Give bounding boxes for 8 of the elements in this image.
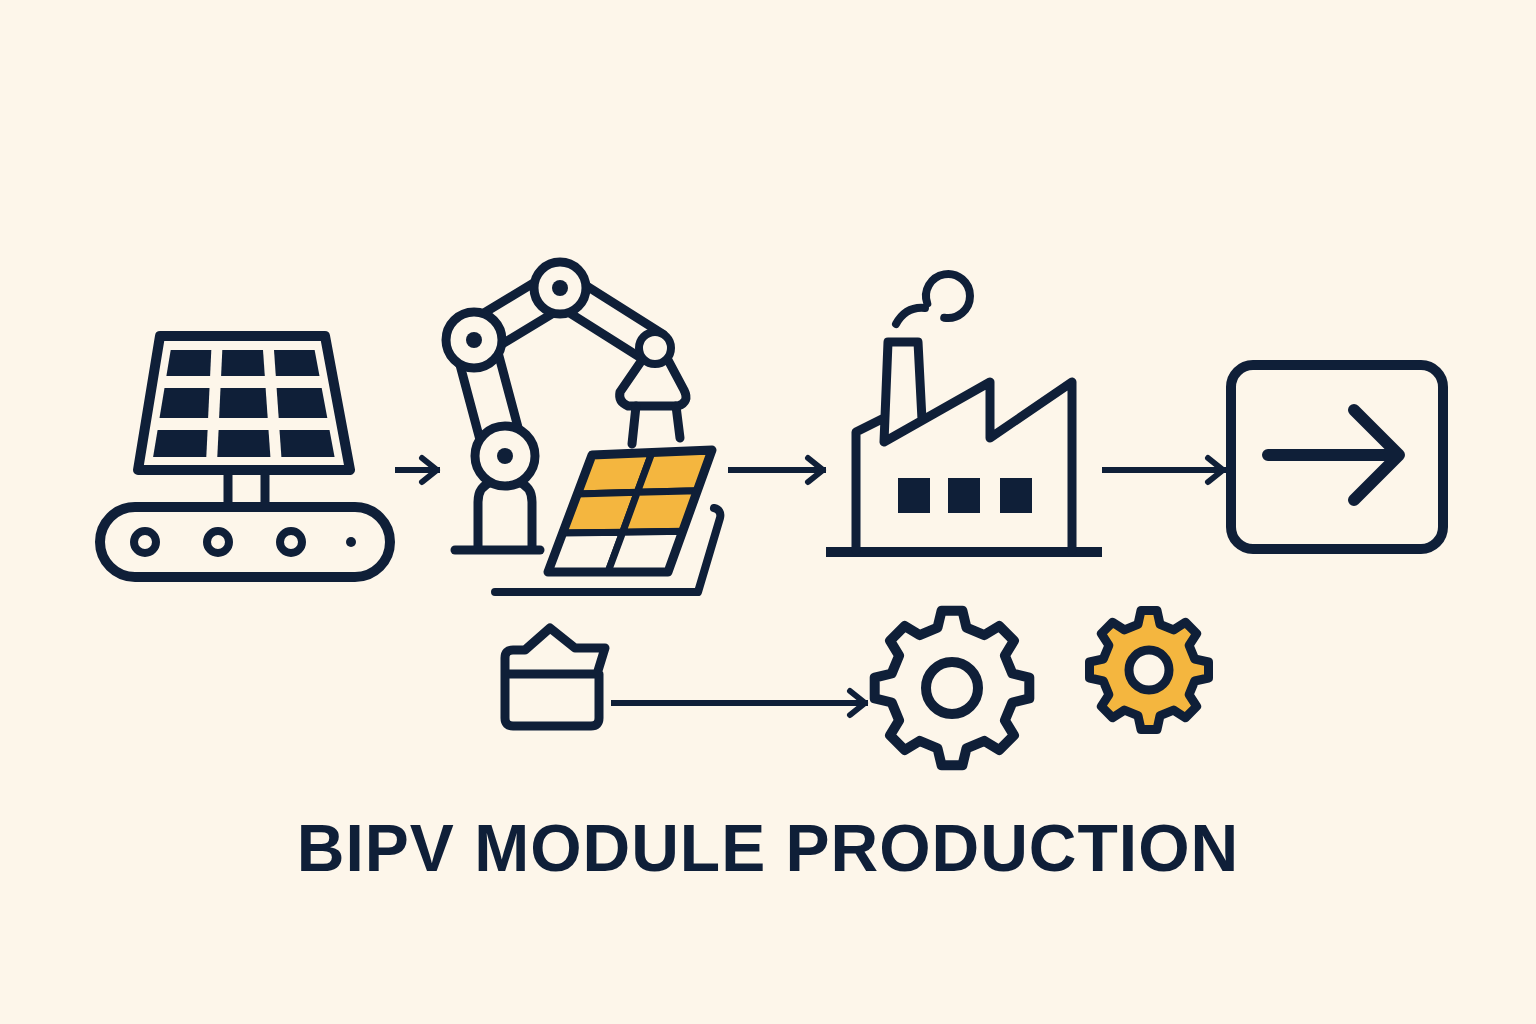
- gear-icon: [868, 604, 1036, 772]
- title: BIPV MODULE PRODUCTION: [296, 812, 1240, 885]
- arrow-box-icon: [1226, 360, 1448, 554]
- arrow: [611, 688, 868, 718]
- solar-panel-conveyor-icon: [95, 330, 395, 582]
- arrow: [395, 455, 440, 485]
- arrow: [1102, 455, 1226, 485]
- arrow: [728, 455, 826, 485]
